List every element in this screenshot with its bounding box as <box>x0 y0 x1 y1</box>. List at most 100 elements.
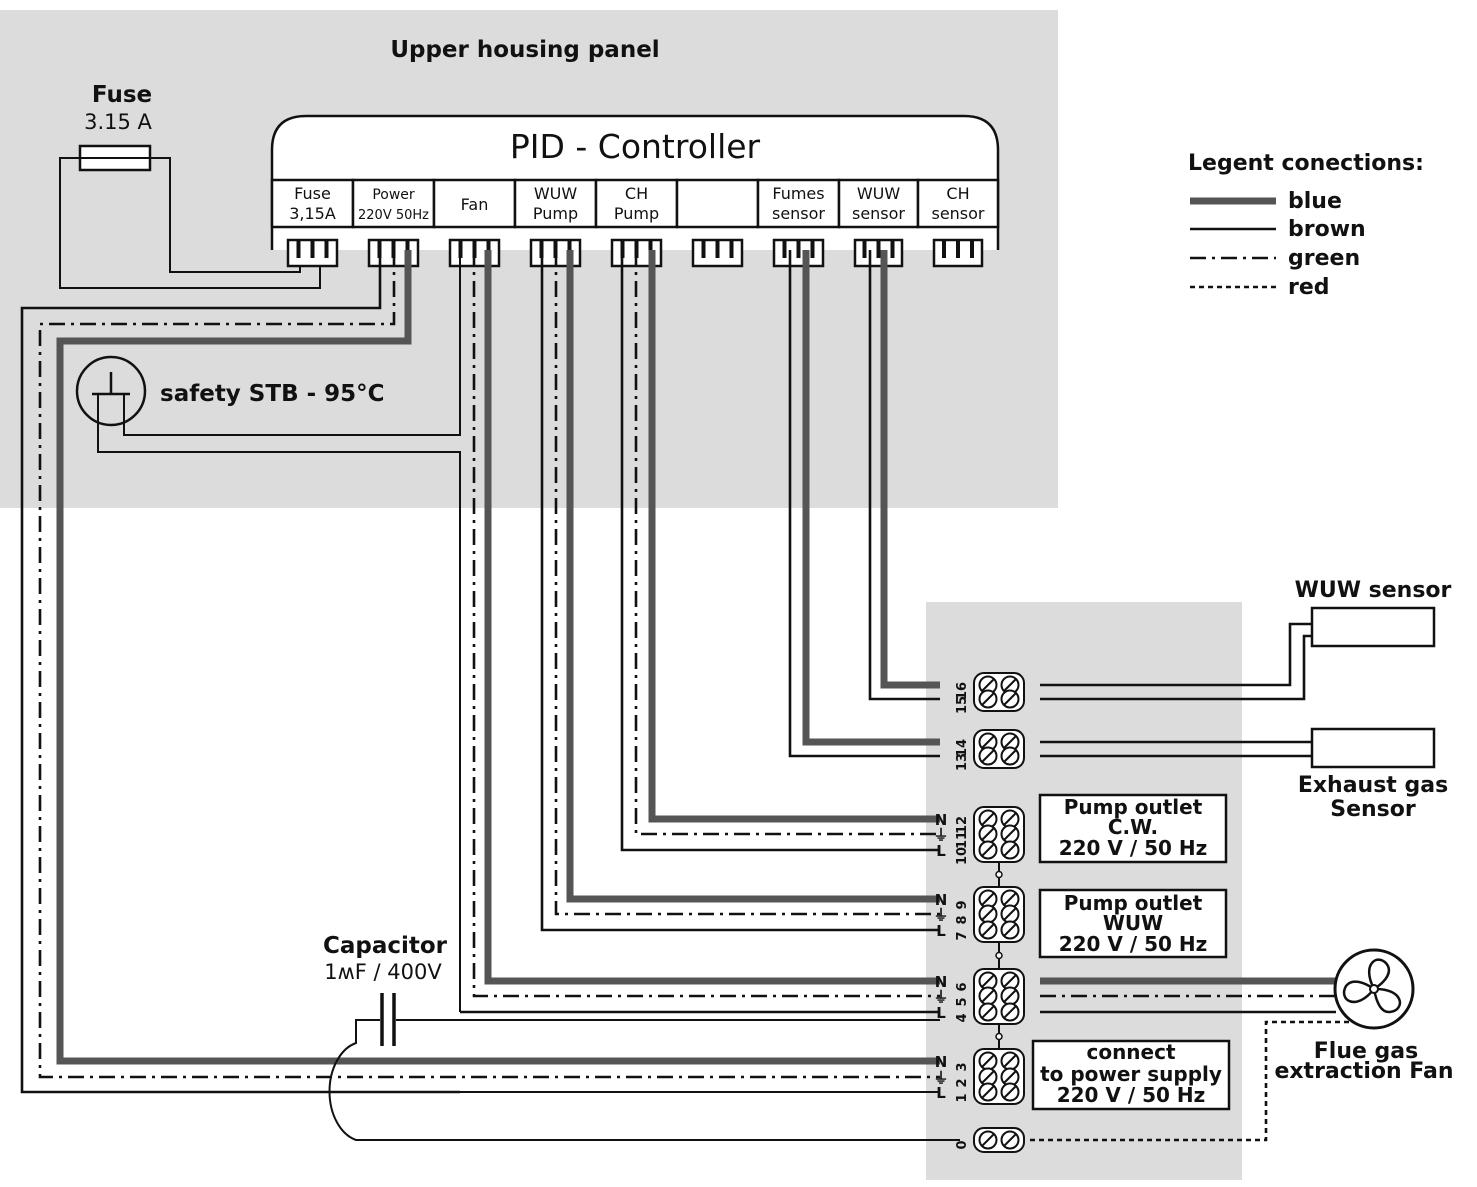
slot-7-line1: WUW <box>857 184 901 203</box>
terminal-number: 12 <box>955 816 970 834</box>
slot-6-line2: sensor <box>772 204 825 223</box>
terminal-number: 13 <box>955 753 970 771</box>
terminal-mark: ⏚ <box>933 826 948 844</box>
terminal-number: 2 <box>955 1078 970 1087</box>
stb-label: safety STB - 95°C <box>160 381 385 407</box>
terminal-number: 1 <box>955 1093 970 1102</box>
slot-1: Power 220V 50Hz <box>351 178 436 229</box>
terminal-number: 9 <box>955 900 970 909</box>
terminal-mark: N <box>935 891 948 909</box>
slot-3-line1: WUW <box>534 184 578 203</box>
terminal-number: 7 <box>955 931 970 940</box>
pump-wuw-outlet: Pump outlet WUW 220 V / 50 Hz <box>1038 888 1228 959</box>
fuse-rating: 3.15 A <box>84 110 152 134</box>
terminal-number: 4 <box>955 1013 970 1022</box>
slot-8-line1: CH <box>946 184 969 203</box>
slot-5 <box>675 178 760 229</box>
terminal-mark: L <box>936 1004 946 1022</box>
terminal-mark: N <box>935 811 948 829</box>
pump-cw-line1: Pump outlet <box>1064 795 1203 819</box>
slot-4-line1: CH <box>625 184 648 203</box>
terminal-mark: ⏚ <box>933 1069 948 1087</box>
terminal-mark: L <box>936 922 946 940</box>
pid-controller-title: PID - Controller <box>510 127 761 166</box>
terminal-number: 8 <box>955 915 970 924</box>
slot-1-line1: Power <box>372 187 415 203</box>
fuse-symbol <box>59 144 321 289</box>
terminal-number: 0 <box>955 1140 970 1149</box>
exhaust-sensor-body <box>1310 727 1436 769</box>
pump-wuw-line1: Pump outlet <box>1064 891 1203 915</box>
power-line1: connect <box>1086 1040 1175 1064</box>
upper-housing-title: Upper housing panel <box>390 37 659 63</box>
terminal-number: 14 <box>955 739 970 757</box>
terminal-mark: ⏚ <box>933 906 948 924</box>
power-line2: to power supply <box>1040 1062 1222 1086</box>
capacitor-symbol <box>380 993 396 1046</box>
pump-cw-line3: 220 V / 50 Hz <box>1059 836 1208 860</box>
terminal-number: 5 <box>955 997 970 1006</box>
terminal-mark: N <box>935 1053 948 1071</box>
fan-icon <box>1333 948 1415 1030</box>
slot-6-line1: Fumes <box>772 184 824 203</box>
legend-title: Legent conections: <box>1188 151 1424 176</box>
terminal-number: 16 <box>955 682 970 700</box>
terminal-number: 11 <box>955 831 970 849</box>
legend: Legent conections: blue brown green red <box>1188 151 1424 300</box>
terminal-number: 10 <box>955 847 970 865</box>
terminal-block-2: 6N5 ⏚ 4L <box>933 968 1025 1049</box>
terminal-mark: L <box>936 1084 946 1102</box>
terminal-number: 15 <box>955 696 970 714</box>
slot-7-line2: sensor <box>852 204 905 223</box>
wuw-sensor-label: WUW sensor <box>1295 578 1452 603</box>
slot-8-line2: sensor <box>931 204 984 223</box>
slot-2: Fan <box>432 178 517 229</box>
slot-3-line2: Pump <box>533 204 578 223</box>
pump-wuw-line3: 220 V / 50 Hz <box>1059 932 1208 956</box>
terminal-block-1: 9N8 ⏚ 7L <box>933 886 1025 969</box>
fan-label-2: extraction Fan <box>1274 1059 1453 1084</box>
legend-green-label: green <box>1288 246 1360 271</box>
terminal-number: 6 <box>955 982 970 991</box>
legend-brown-label: brown <box>1288 217 1366 242</box>
slot-0-line2: 3,15A <box>289 204 336 223</box>
terminal-number: 3 <box>955 1062 970 1071</box>
power-supply-box: connect to power supply 220 V / 50 Hz <box>1031 1039 1231 1111</box>
exhaust-sensor-label-2: Sensor <box>1330 797 1416 822</box>
slot-1-line2: 220V 50Hz <box>358 208 429 223</box>
capacitor-rating: 1ʍF / 400V <box>324 960 442 984</box>
wires <box>20 250 1370 1142</box>
pump-wuw-line2: WUW <box>1103 911 1163 935</box>
power-line3: 220 V / 50 Hz <box>1057 1083 1206 1107</box>
legend-red-label: red <box>1288 275 1330 300</box>
wuw-sensor-body <box>1310 606 1436 648</box>
slot-2-line1: Fan <box>461 195 489 214</box>
slot-4-line2: Pump <box>614 204 659 223</box>
pump-cw-line2: C.W. <box>1108 815 1158 839</box>
capacitor-title: Capacitor <box>323 933 448 959</box>
fan-label-1: Flue gas <box>1314 1039 1419 1064</box>
terminal-mark: N <box>935 973 948 991</box>
terminal-block-3: 3N2 ⏚ 1L <box>933 1048 1025 1105</box>
legend-blue-label: blue <box>1288 189 1342 214</box>
terminal-zero: 0 <box>955 1127 1025 1153</box>
pump-cw-outlet: Pump outlet C.W. 220 V / 50 Hz <box>1038 793 1228 864</box>
terminal-mark: L <box>936 842 946 860</box>
exhaust-sensor-label-1: Exhaust gas <box>1298 773 1448 798</box>
slot-0-line1: Fuse <box>294 184 331 203</box>
fuse-title: Fuse <box>92 82 152 108</box>
terminal-block-0: 12 N 11 ⏚ 10 L <box>933 806 1025 887</box>
stb-symbol <box>75 250 461 1012</box>
terminal-mark: ⏚ <box>933 988 948 1006</box>
